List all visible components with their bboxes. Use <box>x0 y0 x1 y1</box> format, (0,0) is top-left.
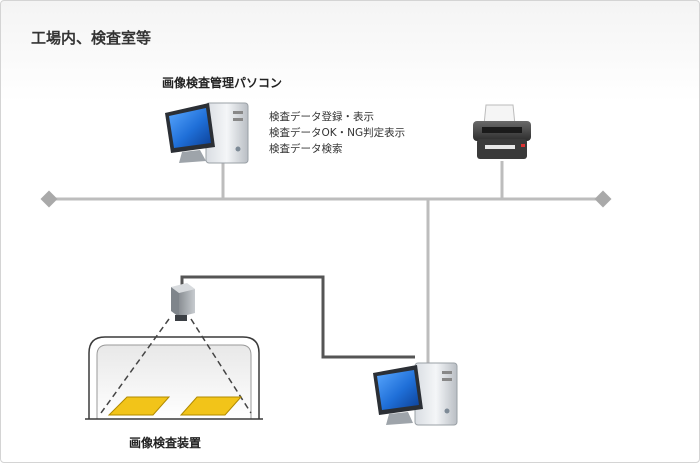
camera-icon <box>171 283 195 321</box>
work-piece-right <box>179 396 243 416</box>
function-item: 検査データOK・NG判定表示 <box>269 127 406 139</box>
work-piece-left <box>107 396 171 416</box>
network-line <box>40 161 612 373</box>
inspection-pc-title: 画像検査管理パソコン <box>162 76 283 90</box>
network-end-left <box>40 190 58 208</box>
camera-cable <box>180 275 415 359</box>
function-item: 検査データ登録・表示 <box>269 111 374 123</box>
pc-icon <box>373 362 458 426</box>
network-end-right <box>594 190 612 208</box>
location-title: 工場内、検査室等 <box>31 29 152 47</box>
function-item: 検査データ検索 <box>269 143 343 155</box>
printer-icon <box>473 104 531 159</box>
inspection-device-label: 画像検査装置 <box>129 436 202 450</box>
inspection-hood <box>85 318 263 420</box>
desktop-pc-icon <box>165 102 249 164</box>
